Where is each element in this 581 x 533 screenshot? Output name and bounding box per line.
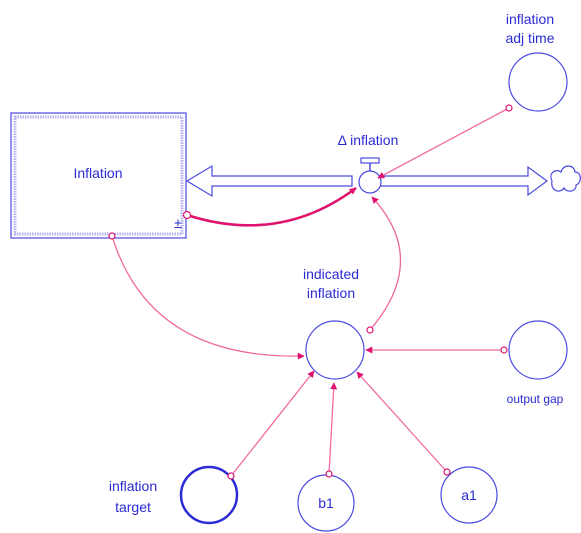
target-label-line2: target: [115, 499, 151, 515]
link-tail: [325, 470, 333, 478]
link-stock-to-indicated[interactable]: [111, 235, 305, 360]
cloud-icon: [550, 165, 581, 192]
link-a1-to-indicated[interactable]: [356, 371, 448, 473]
link-tail: [182, 210, 192, 220]
link-adj-time-to-flow[interactable]: [377, 107, 510, 179]
b1-label: b1: [318, 495, 334, 511]
link-b1-to-indicated[interactable]: [328, 382, 338, 475]
a1-label: a1: [461, 487, 477, 503]
variable-inflation-target[interactable]: [179, 465, 239, 525]
variable-inflation-adj-time[interactable]: [508, 52, 568, 112]
variable-indicated-inflation[interactable]: [305, 320, 365, 380]
link-tail: [443, 468, 451, 476]
link-tail: [227, 472, 235, 480]
indicated-label-line2: inflation: [307, 285, 355, 301]
target-label-line1: inflation: [109, 478, 157, 494]
stock-polarity-label: ±: [174, 215, 182, 231]
link-target-to-indicated[interactable]: [230, 370, 315, 477]
stock-inflation-label: Inflation: [73, 165, 122, 181]
link-tail: [366, 326, 374, 334]
flow-pipe: [185, 164, 581, 198]
link-tail: [505, 104, 513, 112]
adj-time-label-line2: adj time: [505, 30, 554, 46]
stock-inflation[interactable]: Inflation ±: [10, 112, 187, 239]
indicated-label-line1: indicated: [303, 266, 359, 282]
flow-label: Δ inflation: [338, 132, 399, 148]
link-indicated-to-flow[interactable]: [369, 196, 402, 331]
adj-time-label-line1: inflation: [506, 11, 554, 27]
output-gap-label: output gap: [507, 392, 564, 406]
variable-a1[interactable]: [440, 466, 498, 524]
link-tail: [500, 346, 508, 354]
link-tail: [108, 232, 116, 240]
flow-valve-delta-inflation[interactable]: [358, 157, 382, 194]
link-stock-to-flow[interactable]: [186, 186, 357, 227]
variable-output-gap[interactable]: [508, 320, 568, 380]
